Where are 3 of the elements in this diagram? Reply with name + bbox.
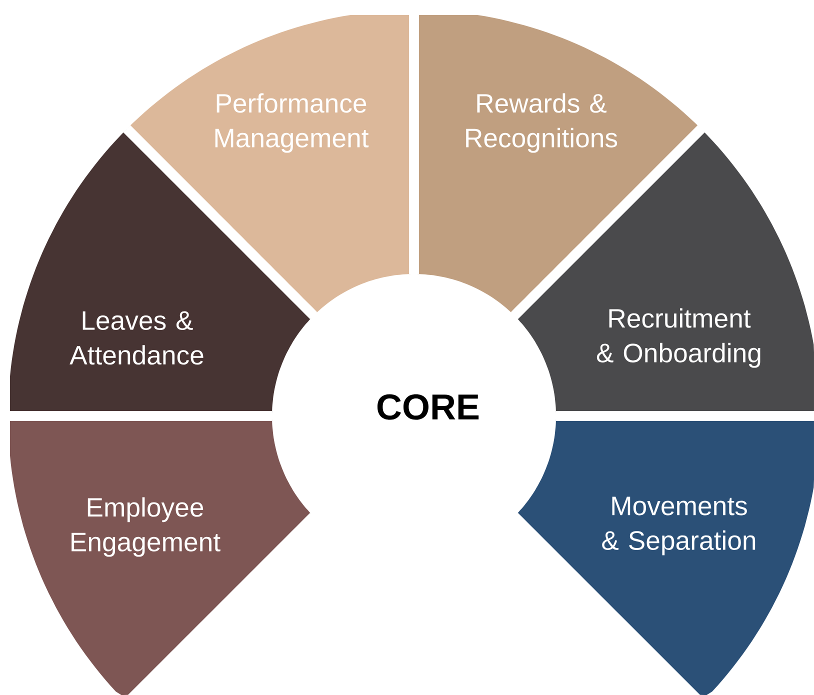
center-label: CORE	[377, 394, 479, 420]
ring-segment: Employee Engagement	[10, 416, 314, 695]
ring-segment: Movements & Separation	[514, 416, 814, 695]
